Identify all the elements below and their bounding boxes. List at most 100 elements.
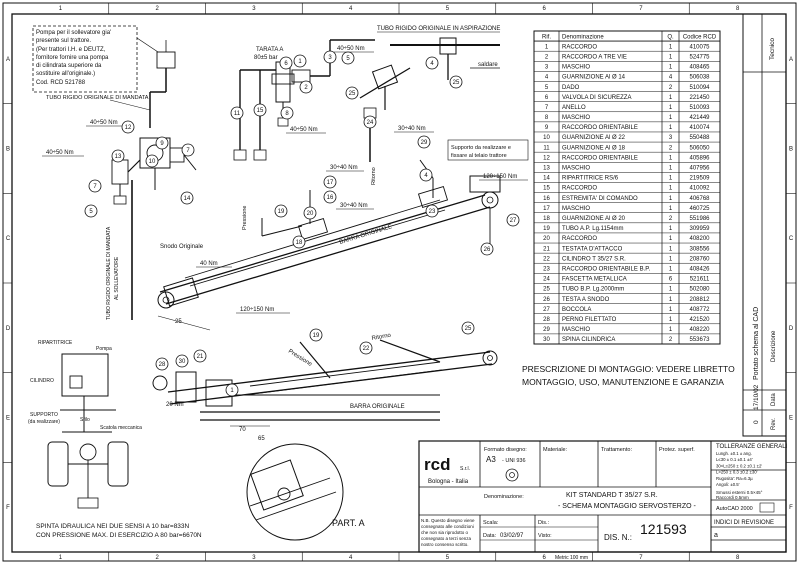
frame-column-2-bottom: 2 [155, 555, 159, 561]
callout-number-24: 24 [367, 120, 374, 126]
parts-table-cell: TESTATA D'ATTACCO [562, 246, 623, 252]
revision-number-label: Rev. [771, 418, 777, 430]
callout-balloon-23 [425, 204, 439, 218]
callout-number-25: 25 [453, 80, 460, 86]
parts-table-cell: 5 [545, 85, 549, 91]
callout-number-26: 26 [484, 247, 491, 253]
parts-table-cell: 208812 [689, 297, 710, 303]
callout-balloon-9 [155, 136, 169, 150]
parts-table-cell: 6 [545, 95, 549, 101]
callout-number-8: 8 [285, 111, 289, 117]
callout-balloon-8 [280, 106, 294, 120]
metric-label: Metric 100 mm [555, 555, 588, 561]
parts-table-cell: 1 [669, 95, 673, 101]
torque-e: 30÷40 Nm [330, 165, 358, 171]
parts-table-cell: RACCORDO A TRE VIE [562, 54, 627, 60]
torque-f: 30÷40 Nm [340, 203, 368, 209]
callout-balloon-25 [461, 321, 475, 335]
parts-table-cell: 7 [545, 105, 549, 111]
pump-note-line-7: Cod. RCD 521788 [36, 80, 86, 86]
parts-table-cell: 1 [669, 307, 673, 313]
parts-table-cell: 11 [543, 145, 550, 151]
callout-balloon-1 [293, 54, 307, 68]
revision-strip [742, 13, 787, 437]
formato-label: Formato disegno: [484, 447, 527, 453]
callout-balloon-24 [363, 115, 377, 129]
pressione-label-low: Pressione [287, 349, 313, 369]
parts-table-cell: 1 [669, 176, 673, 182]
frame-row-D-right: D [789, 326, 794, 332]
parts-table-cell: 26 [543, 297, 550, 303]
frame-row-A-left: A [6, 57, 10, 63]
parts-table-cell: 553673 [689, 337, 710, 343]
parts-table-cell: MASCHIO [562, 327, 590, 333]
nb-note-2: consegnato alle condizioni [421, 524, 474, 529]
parts-table-cell: 24 [543, 277, 550, 283]
parts-table-cell: RACCORDO [562, 186, 597, 192]
callout-number-7: 7 [93, 184, 97, 190]
parts-table-cell: 1 [669, 327, 673, 333]
frame-column-3-bottom: 3 [252, 555, 256, 561]
parts-table-cell: 408426 [689, 266, 710, 272]
dim-65-label: 65 [258, 436, 265, 442]
cylinder-upper-view [157, 159, 501, 309]
parts-table-cell: 9 [545, 125, 549, 131]
callout-number-5: 5 [89, 209, 93, 215]
parts-table-cell: ANELLO [562, 105, 586, 111]
callout-balloon-27 [506, 213, 520, 227]
cylinder-lower-view [152, 339, 498, 421]
callout-number-6: 6 [284, 61, 288, 67]
callout-balloon-20 [303, 206, 317, 220]
parts-table-cell: 460725 [689, 206, 710, 212]
dim-70-label: 70 [239, 427, 246, 433]
frame-row-B-left: B [6, 147, 10, 153]
parts-table-cell: PERNO FILETTATO [562, 317, 617, 323]
frame-column-3-top: 3 [252, 6, 256, 12]
callout-number-15: 15 [257, 108, 264, 114]
parts-table-cell: 20 [543, 236, 550, 242]
pump-note-line-3: (Per trattori I.H. e DEUTZ, [36, 47, 106, 53]
torque-i: 120÷150 Nm [240, 307, 274, 313]
parts-table-cell: 510093 [689, 105, 710, 111]
frame-column-5-top: 5 [446, 6, 450, 12]
callout-balloon-26 [480, 242, 494, 256]
parts-table-cell: 1 [669, 317, 673, 323]
callout-balloon-4 [419, 168, 433, 182]
parts-table-cell: RACCORDO [562, 236, 597, 242]
callout-balloon-25 [345, 86, 359, 100]
pump-note-line-1: Pompa per il sollevatore gia' [36, 30, 111, 36]
drawing-number: 121593 [640, 521, 687, 537]
ritorno-label-top: Ritorno [371, 167, 377, 185]
parts-table-header: Denominazione [562, 34, 604, 40]
parts-table-cell: 1 [545, 44, 549, 50]
parts-table-cell: 18 [543, 216, 550, 222]
frame-column-1-bottom: 1 [59, 555, 63, 561]
tol-note-2: Raccordi 0.5mm [716, 495, 749, 500]
frame-row-E-left: E [6, 416, 10, 422]
dis-label: Dis.: [538, 520, 549, 526]
callout-number-30: 30 [179, 359, 186, 365]
frame-row-F-left: F [6, 505, 10, 511]
parts-table-cell: RACCORDO [562, 44, 597, 50]
callout-number-28: 28 [159, 362, 166, 368]
parts-table-cell: 405896 [689, 155, 710, 161]
parts-table-cell: CILINDRO T 35/27 S.R. [562, 256, 626, 262]
formato-value: A3 [486, 455, 496, 464]
denominazione-line-1: KIT STANDARD T 35/27 S.R. [566, 492, 658, 499]
taratura-line-2: 80±5 bar [254, 55, 278, 61]
parts-table-cell: GUARNIZIONE Al Ø 14 [562, 75, 626, 81]
parts-table-cell: MASCHIO [562, 65, 590, 71]
callout-number-18: 18 [296, 240, 303, 246]
parts-table-cell: 1 [669, 266, 673, 272]
parts-table-cell: 2 [669, 85, 673, 91]
nb-note-1: N.B. Questo disegno viene [421, 518, 475, 523]
scala-label: Scala: [483, 520, 499, 526]
frame-row-B-right: B [789, 147, 793, 153]
callout-balloon-18 [292, 235, 306, 249]
callout-balloon-25 [449, 75, 463, 89]
callout-balloon-2 [299, 80, 313, 94]
parts-table-cell: 1 [669, 287, 673, 293]
supporto-realizzare-line-2: (da realizzare) [28, 419, 60, 425]
parts-table-cell: DADO [562, 85, 580, 91]
